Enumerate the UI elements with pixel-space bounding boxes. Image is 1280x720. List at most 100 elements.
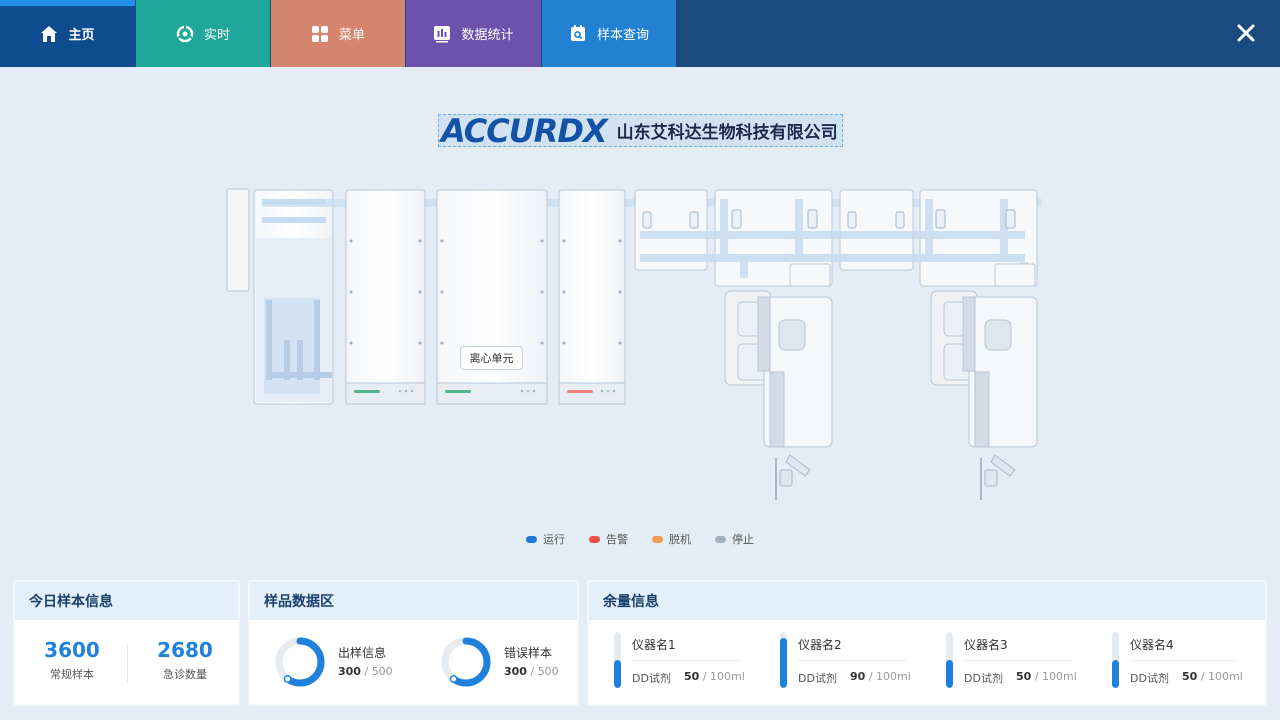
separator: /	[1200, 670, 1205, 683]
capacity: 100ml	[1042, 670, 1077, 683]
legend-dot	[652, 535, 663, 543]
separator: /	[702, 670, 707, 683]
legend-label: 脱机	[669, 533, 691, 546]
instrument-item: 仪器名3 DD试剂 50 / 100ml	[946, 630, 1077, 690]
level-fill	[1112, 660, 1119, 688]
donut-count: 300 / 500	[338, 665, 393, 678]
legend-running: 运行	[526, 531, 565, 547]
tab-label: 样本查询	[596, 28, 649, 43]
reagent-name: DD试剂	[798, 672, 837, 685]
legend-dot	[589, 535, 600, 543]
bar-chart-icon	[434, 25, 451, 42]
track-modules	[634, 189, 1038, 287]
reagent-quantity: 90 / 100ml	[850, 670, 911, 683]
capacity: 100ml	[710, 670, 745, 683]
reagent-name: DD试剂	[964, 672, 1003, 685]
amount: 90	[850, 670, 866, 683]
donut-title: 出样信息	[338, 646, 387, 660]
centrifuge-cabinet	[436, 189, 548, 405]
panel-title: 今日样本信息	[15, 582, 238, 620]
analyzer-2	[930, 263, 1038, 500]
tab-menu[interactable]: 菜单	[271, 0, 405, 67]
instrument-name: 仪器名3	[964, 638, 1008, 652]
current-count: 300	[338, 665, 361, 678]
amount: 50	[1016, 670, 1032, 683]
divider	[964, 660, 1072, 661]
tab-realtime[interactable]: 实时	[136, 0, 270, 67]
cabinet-1	[345, 189, 426, 405]
legend-stopped: 停止	[715, 531, 754, 547]
level-bar	[1112, 632, 1119, 688]
tab-home[interactable]: 主页	[0, 0, 135, 67]
level-fill	[614, 660, 621, 688]
divider	[127, 644, 128, 682]
status-legend: 运行 告警 脱机 停止	[0, 531, 1280, 547]
reagent-name: DD试剂	[632, 672, 671, 685]
tab-label: 数据统计	[461, 28, 514, 43]
panel-title: 样品数据区	[250, 582, 577, 620]
tab-label: 菜单	[338, 28, 365, 43]
instrument-item: 仪器名1 DD试剂 50 / 100ml	[614, 630, 745, 690]
pipeline-diagram	[226, 188, 1042, 500]
tab-sample-query[interactable]: 样本查询	[542, 0, 676, 67]
top-nav: 主页 实时 菜单 数据统计 样本查询	[0, 0, 1280, 67]
current-count: 300	[504, 665, 527, 678]
stat-value: 3600	[44, 638, 100, 662]
level-fill	[780, 637, 787, 688]
instrument-name: 仪器名2	[798, 638, 842, 652]
legend-label: 运行	[543, 533, 565, 546]
amount: 50	[1182, 670, 1198, 683]
centrifuge-unit-label[interactable]: 离心单元	[460, 346, 523, 370]
error-samples-block: 错误样本 300 / 500	[438, 634, 588, 690]
separator: /	[1034, 670, 1039, 683]
reagent-quantity: 50 / 100ml	[1016, 670, 1077, 683]
separator: /	[364, 665, 369, 678]
total-count: 500	[537, 665, 559, 678]
instrument-name: 仪器名1	[632, 638, 676, 652]
stat-label: 急诊数量	[163, 668, 207, 681]
separator: /	[530, 665, 535, 678]
stat-value: 2680	[157, 638, 213, 662]
panel-title: 余量信息	[589, 582, 1265, 620]
close-icon[interactable]	[1234, 21, 1258, 45]
instrument-item: 仪器名2 DD试剂 90 / 100ml	[780, 630, 911, 690]
legend-dot	[526, 535, 537, 543]
output-info-block: 出样信息 300 / 500	[272, 634, 422, 690]
donut-progress	[275, 637, 325, 687]
capacity: 100ml	[876, 670, 911, 683]
legend-dot	[715, 535, 726, 543]
realtime-icon	[176, 24, 194, 42]
donut-knob	[449, 675, 458, 683]
capacity: 100ml	[1208, 670, 1243, 683]
legend-alarm: 告警	[589, 531, 628, 547]
emergency-samples-stat: 2680 急诊数量	[140, 638, 230, 682]
tab-data-statistics[interactable]: 数据统计	[406, 0, 541, 67]
donut-progress	[441, 637, 491, 687]
donut-knob	[283, 675, 292, 683]
reagent-quantity: 50 / 100ml	[1182, 670, 1243, 683]
level-bar	[946, 632, 953, 688]
legend-label: 告警	[606, 533, 628, 546]
company-name: 山东艾科达生物科技有限公司	[616, 123, 838, 143]
divider	[1130, 660, 1238, 661]
level-bar	[780, 632, 787, 688]
reagent-name: DD试剂	[1130, 672, 1169, 685]
donut-count: 300 / 500	[504, 665, 559, 678]
level-fill	[946, 660, 953, 688]
stat-label: 常规样本	[50, 668, 94, 681]
cabinet-3	[558, 189, 626, 405]
error-donut	[441, 637, 491, 687]
logo-mark: ACCURDX	[441, 111, 608, 150]
legend-label: 停止	[732, 533, 754, 546]
tab-label: 主页	[68, 28, 95, 43]
output-donut	[275, 637, 325, 687]
sample-data-panel: 样品数据区 出样信息 300 / 500 错误样本 300 / 500	[248, 580, 579, 706]
tab-label: 实时	[203, 28, 230, 43]
separator: /	[868, 670, 873, 683]
reagent-quantity: 50 / 100ml	[684, 670, 745, 683]
instrument-item: 仪器名4 DD试剂 50 / 100ml	[1112, 630, 1243, 690]
donut-title: 错误样本	[504, 646, 553, 660]
amount: 50	[684, 670, 700, 683]
company-logo: ACCURDX 山东艾科达生物科技有限公司	[438, 114, 843, 147]
divider	[632, 660, 740, 661]
